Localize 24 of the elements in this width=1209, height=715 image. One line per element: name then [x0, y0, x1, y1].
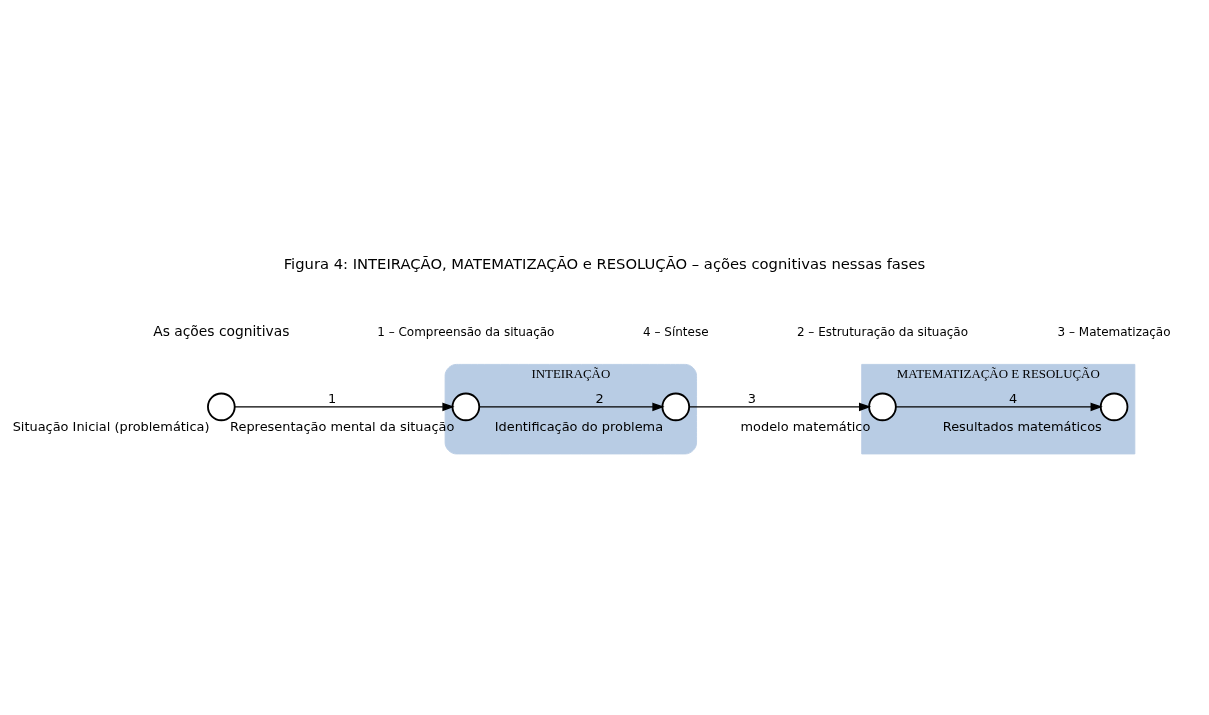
- node-label: Identificação do problema: [494, 418, 664, 434]
- edge-label: 1: [327, 391, 337, 407]
- diagram-title: Figura 4: INTEIRAÇÃO, MATEMATIZAÇÃO e RESOLUÇÃO – ações cognitivas nessas fases: [283, 255, 926, 273]
- node-circle: [661, 392, 691, 422]
- node-label: Representação mental da situação: [230, 418, 455, 434]
- label: 3 – Matematização: [1057, 325, 1171, 340]
- node-label: modelo matemático: [740, 418, 871, 434]
- label: 1 – Compreensão da situação: [377, 325, 555, 340]
- label: 2 – Estruturação da situação: [796, 325, 969, 340]
- node-circle: [207, 392, 236, 422]
- arrow: [478, 402, 665, 412]
- edge-label: 4: [1008, 391, 1018, 407]
- node-label: Resultados matemáticos: [942, 418, 1102, 434]
- label: As ações cognitivas: [153, 323, 290, 340]
- arrow: [688, 402, 872, 412]
- arrow: [234, 402, 455, 412]
- label: 4 – Síntese: [643, 325, 709, 340]
- edge-label: 3: [747, 391, 757, 407]
- node-circle: [451, 392, 481, 422]
- node-label: Situação Inicial (problemática): [12, 418, 210, 434]
- edge-label: 2: [595, 391, 604, 407]
- node-circle: [1099, 392, 1129, 422]
- node-circle: [868, 392, 897, 422]
- arrow: [895, 402, 1103, 412]
